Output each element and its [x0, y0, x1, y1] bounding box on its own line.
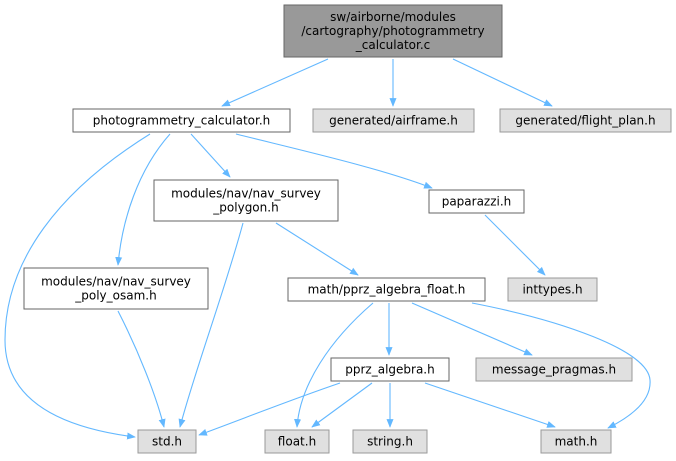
node-label-line: _poly_osam.h	[74, 289, 156, 303]
node-box	[312, 108, 475, 133]
node-label-line: generated/airframe.h	[329, 114, 458, 128]
node-label-line: inttypes.h	[522, 283, 582, 297]
node-label-line: pprz_algebra.h	[345, 363, 434, 377]
edge-pprz-algebra-float-h-to-float-h	[294, 302, 374, 428]
node-label-line: sw/airborne/modules	[330, 10, 456, 24]
node-box	[287, 277, 486, 302]
nodes-layer: sw/airborne/modules/cartography/photogra…	[23, 4, 672, 454]
node-float-h: float.h	[264, 429, 330, 454]
node-label-line: photogrammetry_calculator.h	[93, 114, 271, 128]
node-box	[283, 4, 503, 58]
node-nav-survey-poly-osam-h[interactable]: modules/nav/nav_survey_poly_osam.h	[23, 267, 209, 310]
edge-photogrammetry-calculator-h-to-nav-survey-polygon-h	[190, 133, 231, 178]
edge-pprz-algebra-h-to-float-h	[311, 382, 373, 428]
edges-layer	[4, 58, 651, 440]
node-label-line: /cartography/photogrammetry	[301, 24, 484, 38]
edge-photogrammetry-calculator-h-to-std-h	[4, 133, 151, 440]
node-box	[330, 357, 450, 382]
node-label-line: modules/nav/nav_survey	[171, 187, 321, 201]
node-label-line: string.h	[367, 435, 413, 449]
node-string-h: string.h	[352, 429, 428, 454]
edge-pprz-algebra-float-h-to-math-h	[471, 302, 651, 429]
node-label-line: message_pragmas.h	[492, 363, 616, 377]
node-generated-airframe-h: generated/airframe.h	[312, 108, 475, 133]
node-generated-flight-plan-h: generated/flight_plan.h	[499, 108, 672, 133]
node-label-line: _calculator.c	[355, 38, 430, 52]
node-root[interactable]: sw/airborne/modules/cartography/photogra…	[283, 4, 503, 58]
node-box	[137, 429, 197, 454]
node-label-line: _polygon.h	[212, 201, 278, 215]
node-label-line: paparazzi.h	[442, 195, 512, 209]
node-box	[499, 108, 672, 133]
node-box	[428, 189, 525, 214]
node-box	[540, 429, 612, 454]
edge-root-to-photogrammetry-calculator-h	[221, 58, 329, 107]
node-box	[352, 429, 428, 454]
edge-photogrammetry-calculator-h-to-paparazzi-h	[235, 133, 433, 189]
edge-pprz-algebra-h-to-std-h	[198, 382, 341, 436]
node-pprz-algebra-float-h[interactable]: math/pprz_algebra_float.h	[287, 277, 486, 302]
edge-pprz-algebra-float-h-to-message-pragmas-h	[411, 302, 533, 356]
node-message-pragmas-h: message_pragmas.h	[475, 357, 633, 382]
node-label-line: generated/flight_plan.h	[515, 114, 655, 128]
node-label-line: modules/nav/nav_survey	[41, 275, 191, 289]
node-inttypes-h: inttypes.h	[507, 277, 598, 302]
edge-photogrammetry-calculator-h-to-nav-survey-poly-osam-h	[115, 133, 171, 266]
edge-paparazzi-h-to-inttypes-h	[484, 214, 546, 276]
node-box	[72, 108, 291, 133]
edge-pprz-algebra-h-to-math-h	[424, 382, 556, 428]
node-paparazzi-h[interactable]: paparazzi.h	[428, 189, 525, 214]
node-label-line: math/pprz_algebra_float.h	[308, 283, 466, 297]
node-label-line: math.h	[555, 435, 598, 449]
node-std-h: std.h	[137, 429, 197, 454]
edge-nav-survey-polygon-h-to-pprz-algebra-float-h	[275, 222, 359, 276]
node-box	[153, 179, 339, 222]
node-math-h: math.h	[540, 429, 612, 454]
node-box	[507, 277, 598, 302]
edge-root-to-generated-flight-plan-h	[452, 58, 553, 107]
node-nav-survey-polygon-h[interactable]: modules/nav/nav_survey_polygon.h	[153, 179, 339, 222]
node-label-line: std.h	[152, 435, 182, 449]
edge-nav-survey-poly-osam-h-to-std-h	[117, 310, 166, 428]
node-box	[264, 429, 330, 454]
node-box	[23, 267, 209, 310]
node-label-line: float.h	[278, 435, 316, 449]
edge-nav-survey-polygon-h-to-std-h	[178, 222, 244, 428]
node-box	[475, 357, 633, 382]
node-pprz-algebra-h[interactable]: pprz_algebra.h	[330, 357, 450, 382]
node-photogrammetry-calculator-h[interactable]: photogrammetry_calculator.h	[72, 108, 291, 133]
